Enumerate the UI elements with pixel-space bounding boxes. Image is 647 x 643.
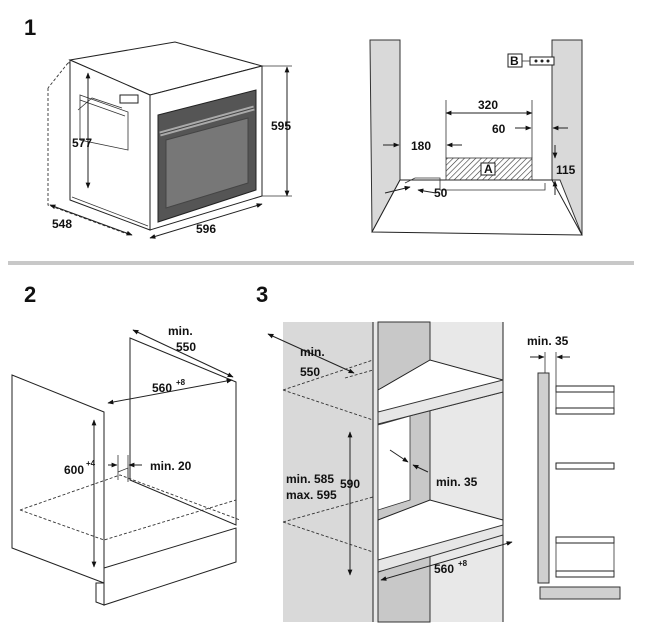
section-separator (8, 261, 634, 265)
dim-line-fig3-min35 (389, 449, 409, 463)
side-section-illustration (537, 352, 621, 600)
dim-label-width-596: 596 (196, 222, 216, 236)
dim-label-fig2-560: 560 (152, 381, 172, 395)
dim-label-fig3-min550-line1: min. (300, 345, 325, 359)
dim-sup-fig3-560: +8 (458, 559, 468, 568)
step-number-3: 3 (256, 282, 268, 307)
dim-label-320: 320 (478, 98, 498, 112)
dim-sup-fig2-600: +4 (86, 459, 96, 468)
dim-label-fig3-590: 590 (340, 477, 360, 491)
dim-label-inner-577: 577 (72, 136, 92, 150)
dim-line-fig2-min550 (132, 329, 234, 378)
dim-label-180: 180 (411, 139, 431, 153)
dim-line-50 (384, 185, 411, 194)
dim-line-fig3-min550 (267, 333, 355, 374)
dim-label-115: 115 (556, 163, 576, 177)
dim-label-60: 60 (492, 122, 506, 136)
dim-label-fig3-min35: min. 35 (436, 475, 478, 489)
dim-line-width-596 (149, 203, 263, 239)
cabinet-detail: A B (369, 39, 583, 236)
dim-line-depth-548 (49, 204, 133, 236)
dim-label-fig2-min550-line1: min. (168, 324, 193, 338)
dim-label-fig3-560: 560 (434, 562, 454, 576)
dim-label-fig3-min550-line2: 550 (300, 365, 320, 379)
dim-sup-fig2-560: +8 (176, 378, 186, 387)
step-number-1: 1 (24, 15, 36, 40)
dim-label-fig3-range-line1: min. 585 (286, 472, 334, 486)
floor-cabinet-illustration (11, 337, 241, 606)
label-b: B (510, 54, 519, 68)
dim-line-fig3-560 (380, 541, 513, 581)
dim-label-side-min35: min. 35 (527, 334, 569, 348)
dim-label-fig2-min20: min. 20 (150, 459, 192, 473)
label-a: A (484, 162, 493, 176)
dim-label-50: 50 (434, 186, 448, 200)
dim-line-fig2-560 (107, 378, 233, 405)
dim-label-fig2-min550-line2: 550 (176, 340, 196, 354)
dim-label-fig2-600: 600 (64, 463, 84, 477)
dim-label-height-595: 595 (271, 119, 291, 133)
step-number-2: 2 (24, 282, 36, 307)
dim-label-depth-548: 548 (52, 217, 72, 231)
dim-label-fig3-range-line2: max. 595 (286, 488, 337, 502)
